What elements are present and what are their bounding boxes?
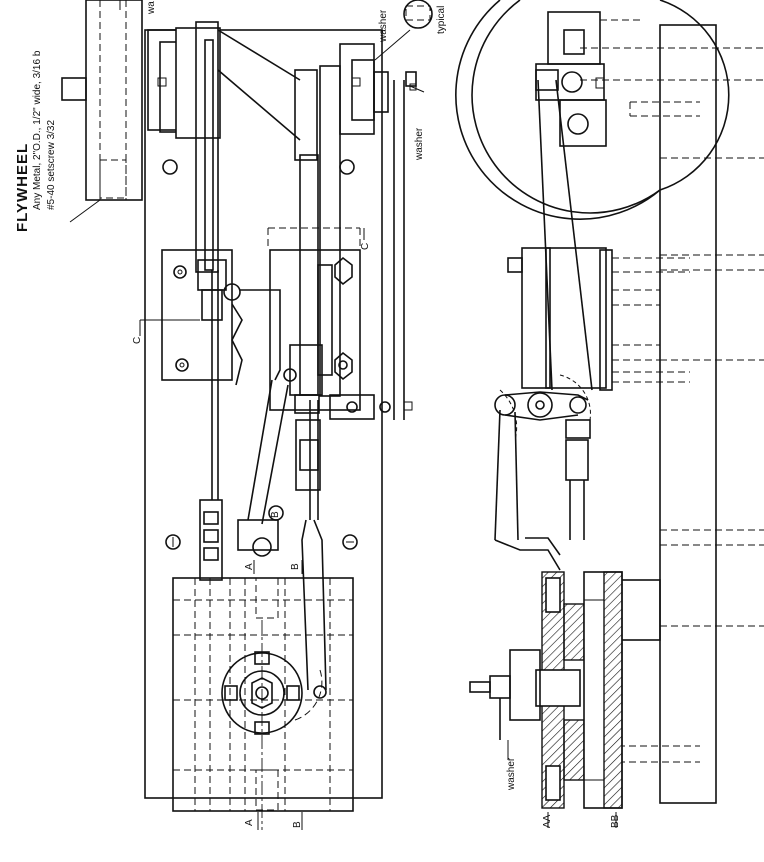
flywheel-body	[61, 0, 143, 201]
plan-view	[61, 0, 417, 830]
washer-callout-top: washer	[378, 9, 389, 42]
mounting-holes	[162, 159, 358, 550]
washer-callout-mid: washer	[414, 127, 425, 160]
section-label-bb: BB	[610, 814, 621, 828]
washer-callout-corner: wa	[146, 1, 157, 14]
section-label-b-top: B	[290, 563, 301, 570]
section-label-aa: AA	[542, 814, 553, 828]
flywheel-disk	[455, 0, 730, 220]
bearing-block	[161, 227, 413, 420]
crank-assembly	[147, 21, 417, 420]
cylinder-section	[469, 571, 623, 809]
base-plate	[144, 29, 383, 799]
section-lines-left	[69, 29, 425, 830]
cylinder-plan	[172, 577, 354, 830]
connecting-rods	[199, 270, 327, 699]
elevation-bearing	[507, 247, 690, 391]
elevation-rod	[535, 69, 593, 391]
section-label-c-left: C	[132, 336, 143, 344]
elevation-view	[403, 0, 764, 828]
typical-callout: typical	[436, 5, 447, 34]
washer-callout-cylinder: washer	[506, 757, 517, 790]
flywheel-title: FLYWHEEL	[14, 142, 31, 232]
section-label-a-top: A	[244, 563, 255, 570]
crosshead	[494, 374, 591, 571]
section-label-a-bottom: A	[244, 819, 255, 826]
flywheel-spec-line2: #5-40 setscrew 3/32	[46, 119, 57, 210]
flywheel-spec-line1: Any Metal, 2"O.D., 1/2" wide, 3/16 b	[32, 50, 43, 210]
crank-blocks	[535, 11, 640, 147]
section-label-c-right: C	[360, 242, 371, 250]
elevation-base	[659, 24, 717, 804]
section-label-b-bottom: B	[292, 821, 303, 828]
section-label-b-circle: B	[270, 511, 281, 518]
